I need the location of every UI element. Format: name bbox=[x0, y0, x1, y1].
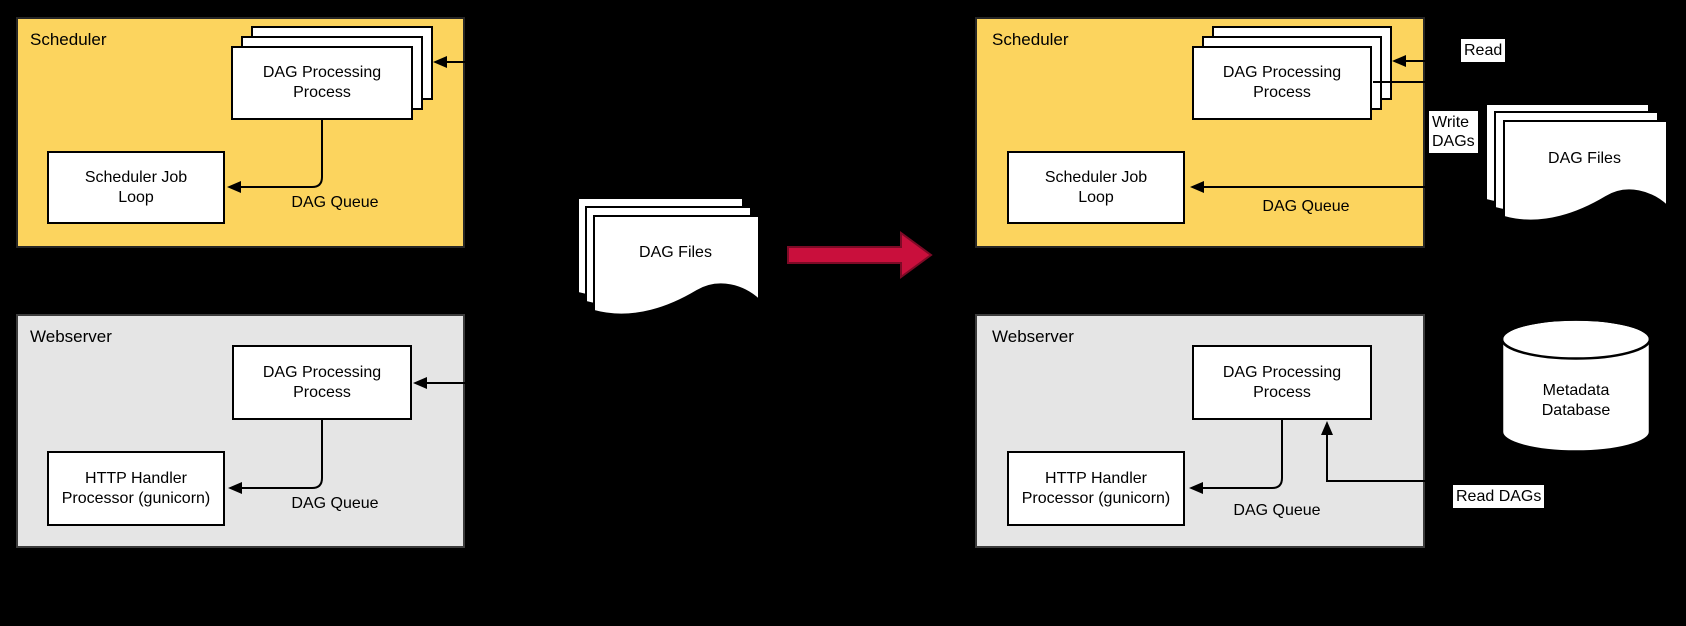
transition-arrow-icon bbox=[787, 231, 933, 279]
panel-title: Webserver bbox=[30, 327, 112, 346]
metadata-database-icon bbox=[1500, 318, 1652, 453]
after-webserver-panel: Webserver DAG Processing Process HTTP Ha… bbox=[975, 314, 1425, 548]
dag-files-stack-icon bbox=[1485, 103, 1668, 222]
metadata-database-label: Metadata Database bbox=[1541, 382, 1611, 419]
dag-files-label: DAG Files bbox=[639, 243, 712, 261]
dag-processing-box: DAG Processing Process bbox=[1192, 46, 1372, 120]
http-handler-box: HTTP Handler Processor (gunicorn) bbox=[47, 451, 225, 526]
before-scheduler-panel: Scheduler DAG Processing Process Schedul… bbox=[16, 17, 465, 248]
dag-files-label: DAG Files bbox=[1548, 150, 1621, 167]
read-dags-label: Read DAGs bbox=[1453, 485, 1545, 508]
scheduler-job-loop-box: Scheduler Job Loop bbox=[1007, 151, 1185, 224]
dag-processing-box: DAG Processing Process bbox=[231, 46, 413, 120]
read-label: Read bbox=[1461, 39, 1506, 62]
dag-queue-label: DAG Queue bbox=[1262, 198, 1350, 215]
dag-processing-box: DAG Processing Process bbox=[232, 345, 412, 420]
panel-title: Scheduler bbox=[30, 30, 107, 49]
dag-queue-label: DAG Queue bbox=[291, 194, 379, 211]
panel-title: Webserver bbox=[992, 327, 1074, 346]
dag-processing-box: DAG Processing Process bbox=[1192, 345, 1372, 420]
before-webserver-panel: Webserver DAG Processing Process HTTP Ha… bbox=[16, 314, 465, 548]
scheduler-job-loop-box: Scheduler Job Loop bbox=[47, 151, 225, 224]
dag-queue-label: DAG Queue bbox=[1233, 502, 1321, 519]
http-handler-box: HTTP Handler Processor (gunicorn) bbox=[1007, 451, 1185, 526]
write-dags-label: Write DAGs bbox=[1429, 111, 1478, 153]
dag-files-stack-icon bbox=[577, 197, 760, 316]
panel-title: Scheduler bbox=[992, 30, 1069, 49]
dag-queue-label: DAG Queue bbox=[291, 495, 379, 512]
after-scheduler-panel: Scheduler DAG Processing Process Schedul… bbox=[975, 17, 1425, 248]
